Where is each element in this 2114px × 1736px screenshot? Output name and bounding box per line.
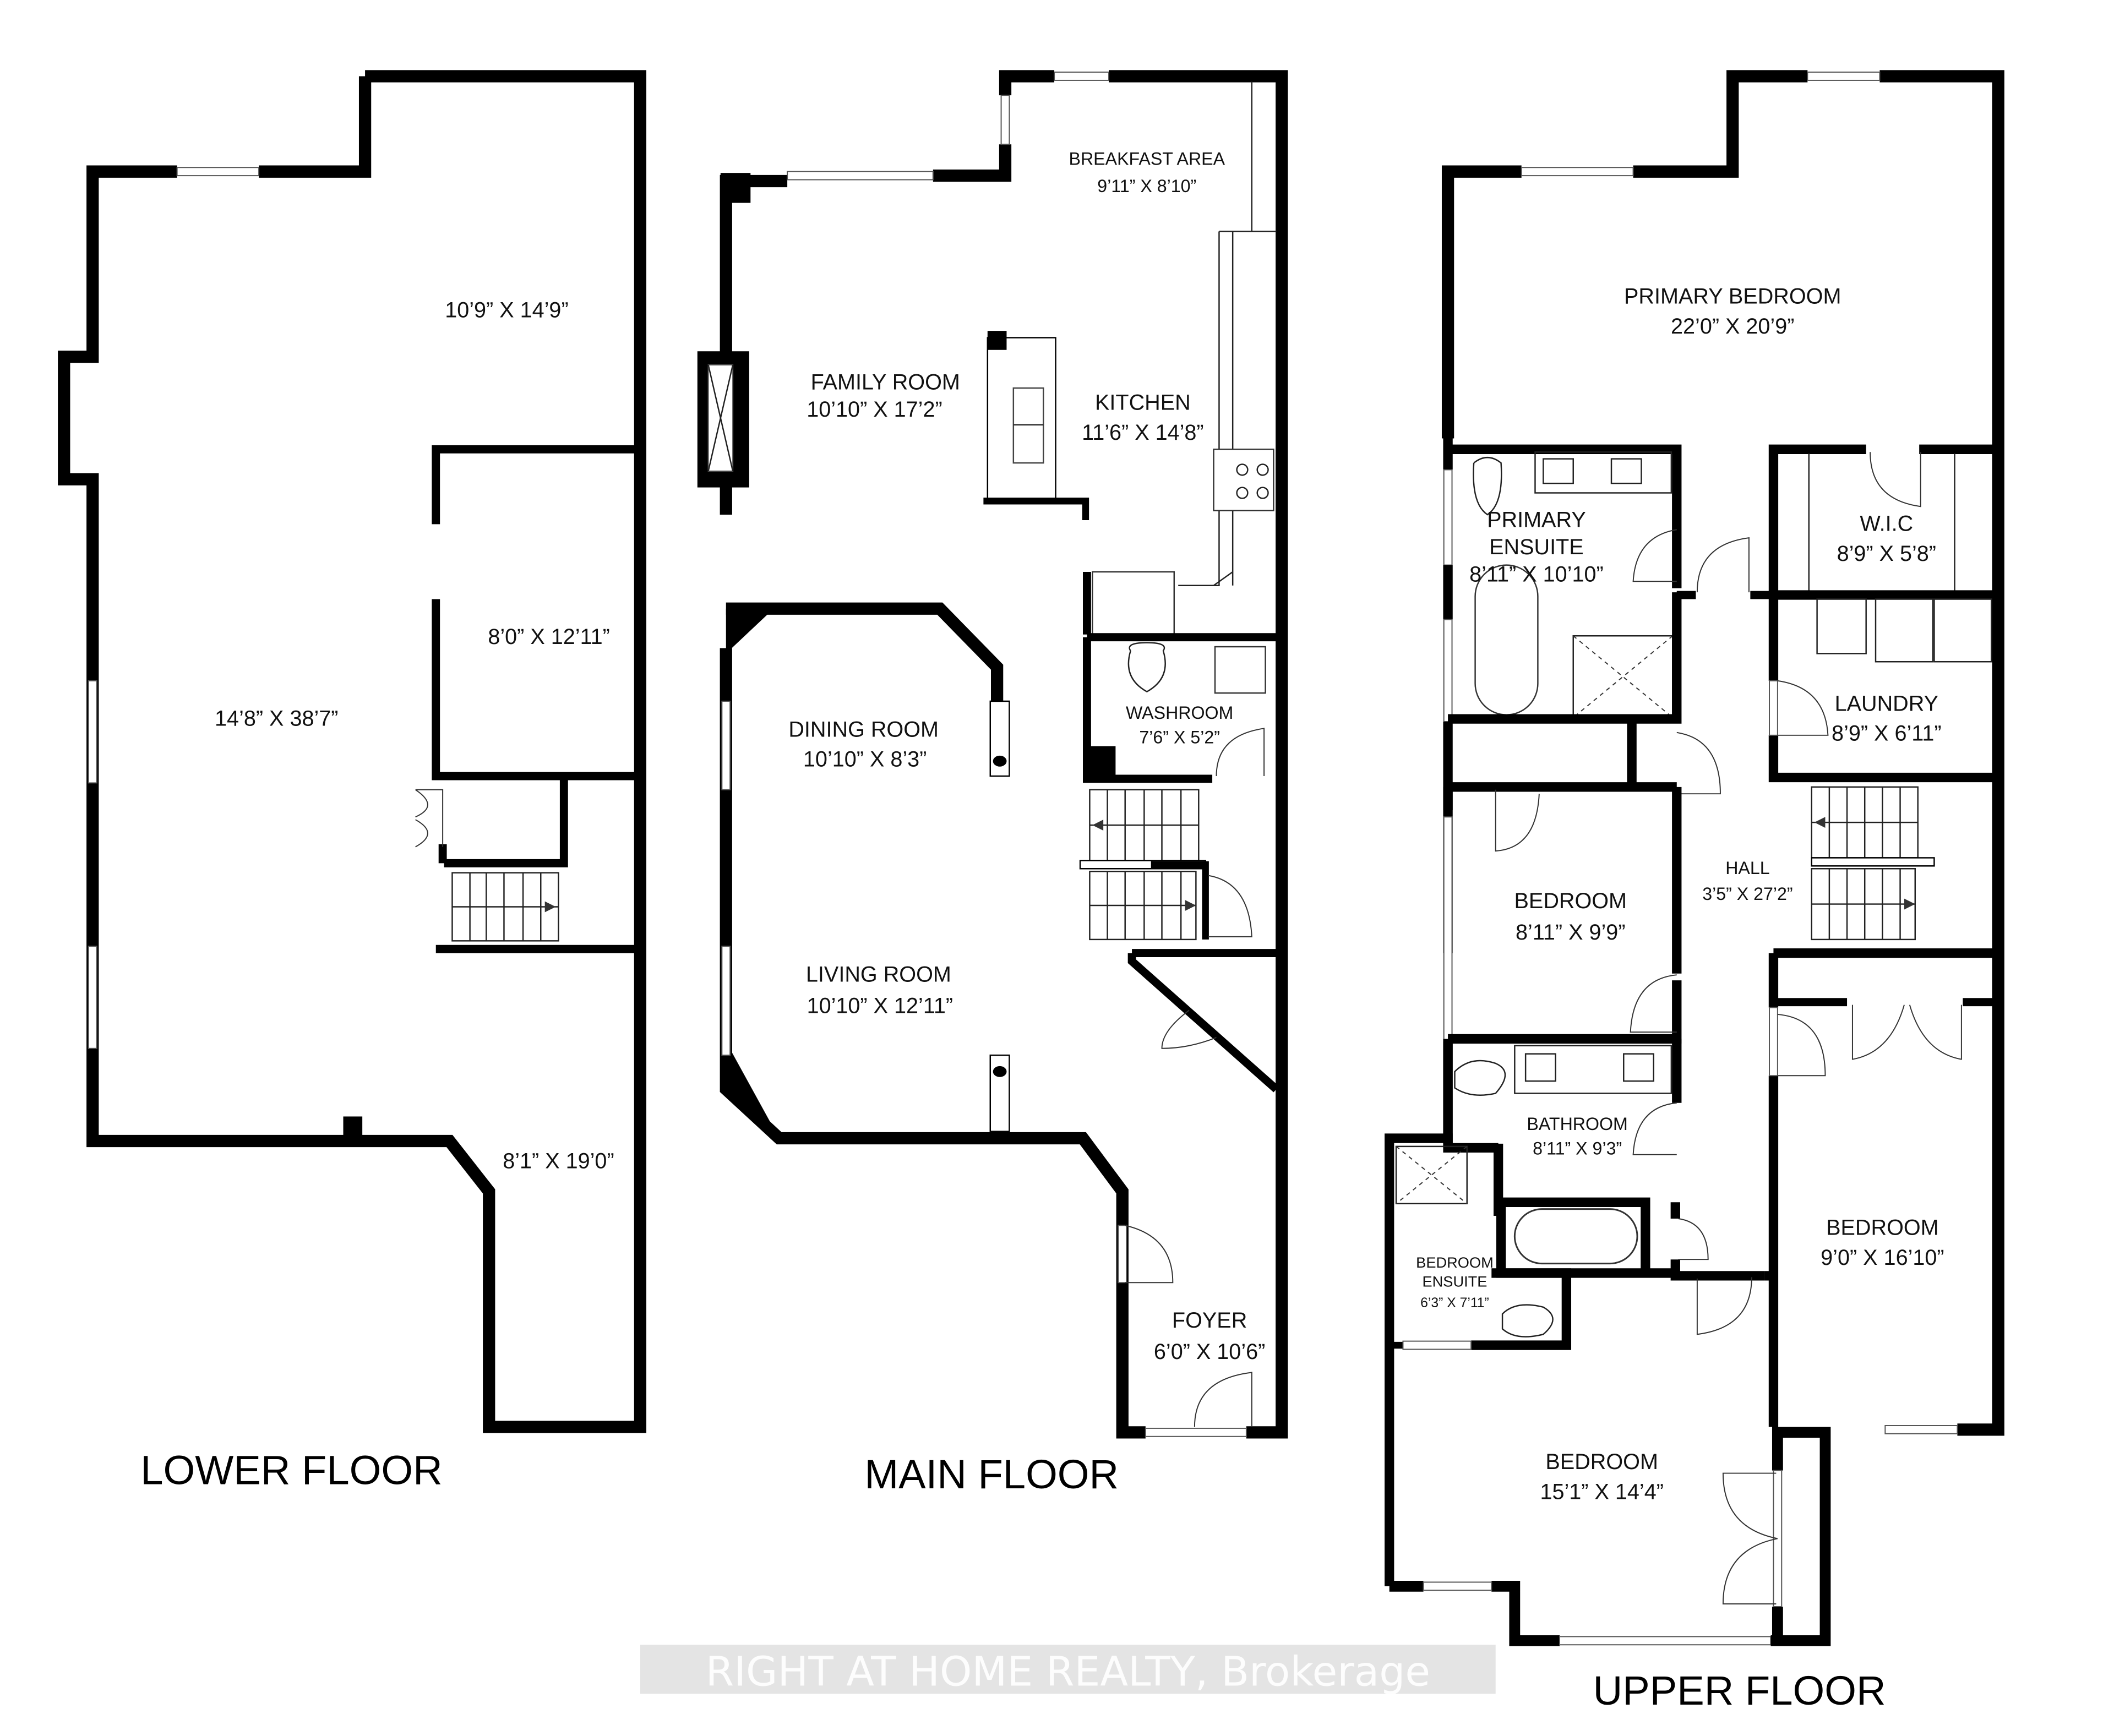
room-dims-living: 10’10” X 12’11”	[807, 993, 954, 1018]
room-dims-lower-3: 14’8” X 38’7”	[215, 706, 338, 730]
room-name-primary-ensuite-2: ENSUITE	[1489, 535, 1584, 559]
room-name-primary-ensuite: PRIMARY	[1487, 507, 1586, 532]
room-name-kitchen: KITCHEN	[1095, 391, 1191, 415]
room-name-dining: DINING ROOM	[788, 717, 939, 741]
room-name-primary-bedroom: PRIMARY BEDROOM	[1624, 285, 1841, 309]
room-name-bedroom-ensuite: BEDROOM	[1416, 1254, 1494, 1271]
room-name-family: FAMILY ROOM	[811, 370, 960, 394]
room-name-bedroom-2: BEDROOM	[1514, 889, 1627, 913]
room-dims-bathroom: 8’11” X 9’3”	[1533, 1139, 1622, 1159]
room-dims-lower-4: 8’1” X 19’0”	[503, 1149, 614, 1173]
room-dims-foyer: 6’0” X 10’6”	[1154, 1340, 1265, 1364]
room-name-breakfast: BREAKFAST AREA	[1069, 149, 1225, 168]
floor-title-lower: LOWER FLOOR	[140, 1447, 442, 1493]
room-dims-laundry: 8’9” X 6’11”	[1832, 722, 1941, 746]
room-name-bedroom-ensuite-2: ENSUITE	[1423, 1273, 1488, 1290]
room-name-bathroom: BATHROOM	[1527, 1114, 1627, 1134]
floor-title-upper: UPPER FLOOR	[1593, 1668, 1886, 1713]
stairs-icon	[451, 872, 559, 942]
stairs-icon	[1811, 786, 1935, 941]
room-dims-bedroom-3: 9’0” X 16’10”	[1821, 1246, 1944, 1270]
room-name-bedroom-4: BEDROOM	[1545, 1450, 1658, 1474]
room-dims-lower-1: 10’9” X 14’9”	[445, 298, 568, 322]
room-name-washroom: WASHROOM	[1126, 703, 1233, 723]
main-floor-plan: BREAKFAST AREA 9’11” X 8’10” FAMILY ROOM…	[697, 70, 1288, 1497]
room-name-living: LIVING ROOM	[806, 963, 951, 987]
room-dims-breakfast: 9’11” X 8’10”	[1097, 176, 1196, 196]
room-dims-bedroom-ensuite: 6’3” X 7’11”	[1420, 1296, 1489, 1311]
room-name-laundry: LAUNDRY	[1835, 691, 1938, 716]
stove-icon	[1213, 449, 1274, 511]
room-dims-dining: 10’10” X 8’3”	[803, 747, 927, 772]
room-dims-hall: 3’5” X 27’2”	[1702, 884, 1792, 904]
room-name-bedroom-3: BEDROOM	[1826, 1216, 1939, 1240]
room-dims-bedroom-4: 15’1” X 14’4”	[1540, 1480, 1663, 1504]
room-dims-washroom: 7’6” X 5’2”	[1139, 728, 1220, 747]
room-dims-bedroom-2: 8’11” X 9’9”	[1516, 920, 1625, 945]
fireplace-icon	[697, 351, 749, 488]
room-dims-family: 10’10” X 17’2”	[807, 397, 942, 422]
room-dims-primary-ensuite: 8’11” X 10’10”	[1469, 562, 1604, 586]
watermark-text: RIGHT AT HOME REALTY, Brokerage	[706, 1647, 1430, 1695]
watermark: RIGHT AT HOME REALTY, Brokerage	[640, 1645, 1496, 1695]
kitchen-island-icon	[983, 331, 1089, 520]
room-name-wic: W.I.C	[1860, 512, 1913, 536]
room-name-hall: HALL	[1725, 858, 1769, 878]
room-dims-wic: 8’9” X 5’8”	[1837, 542, 1936, 566]
floor-title-main: MAIN FLOOR	[864, 1451, 1119, 1497]
room-dims-lower-2: 8’0” X 12’11”	[488, 625, 609, 649]
room-name-foyer: FOYER	[1172, 1308, 1247, 1333]
room-dims-primary-bedroom: 22’0” X 20’9”	[1671, 314, 1794, 339]
lower-floor-plan: 10’9” X 14’9” 8’0” X 12’11” 14’8” X 38’7…	[58, 70, 647, 1493]
upper-floor-plan: PRIMARY BEDROOM 22’0” X 20’9” PRIMARY EN…	[1385, 70, 2004, 1713]
room-dims-kitchen: 11’6” X 14’8”	[1082, 421, 1203, 445]
